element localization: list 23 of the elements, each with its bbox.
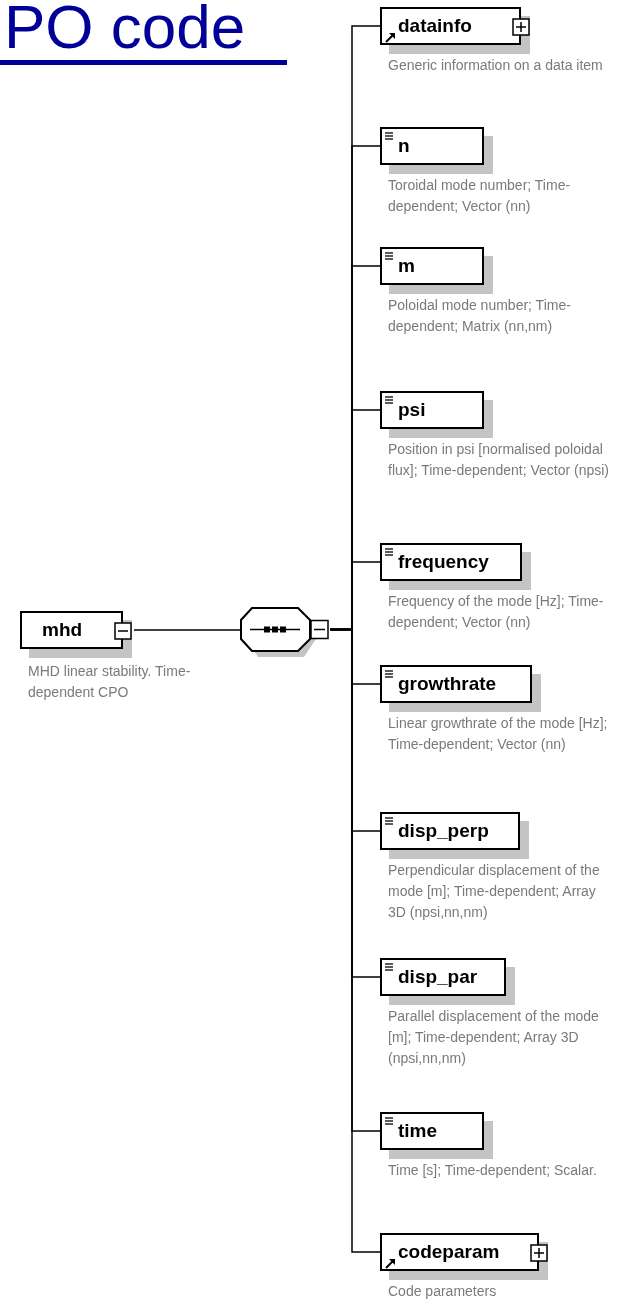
element-name: disp_par — [398, 966, 478, 988]
element-name: codeparam — [398, 1241, 500, 1263]
element-name: disp_perp — [398, 820, 489, 842]
element-description: Frequency of the mode [Hz]; Time-dependent; Vector (nn) — [388, 592, 605, 632]
element-description: Position in psi [normalised poloidal flux]; Time-dependent; Vector (npsi) — [388, 440, 610, 480]
element-description: Poloidal mode number; Time-dependent; Matrix (nn,nm) — [388, 296, 572, 336]
element-name: datainfo — [398, 15, 472, 37]
element-description: Toroidal mode number; Time-dependent; Vector (nn) — [388, 176, 572, 216]
element-name: growthrate — [398, 673, 497, 695]
title: PO code — [0, 0, 287, 65]
element-description: Perpendicular displacement of the mode [m]; Time-dependent; Array 3D (npsi,nn,nm) — [388, 861, 601, 922]
element-name: time — [398, 1120, 438, 1142]
element-description: Generic information on a data item — [388, 56, 604, 75]
element-description: Linear growthrate of the mode [Hz]; Time-dependent; Vector (nn) — [388, 714, 609, 754]
element-name: psi — [398, 399, 426, 421]
element-name: frequency — [398, 551, 489, 573]
element-name: m — [398, 255, 415, 277]
element-name: n — [398, 135, 410, 157]
element-description: MHD linear stability. Time-dependent CPO — [28, 662, 192, 702]
element-description: Parallel displacement of the mode [m]; Time-dependent; Array 3D (npsi,nn,nm) — [388, 1007, 600, 1068]
element-name: mhd — [42, 619, 83, 641]
element-description: Code parameters — [388, 1282, 498, 1301]
element-description: Time [s]; Time-dependent; Scalar. — [388, 1161, 598, 1180]
